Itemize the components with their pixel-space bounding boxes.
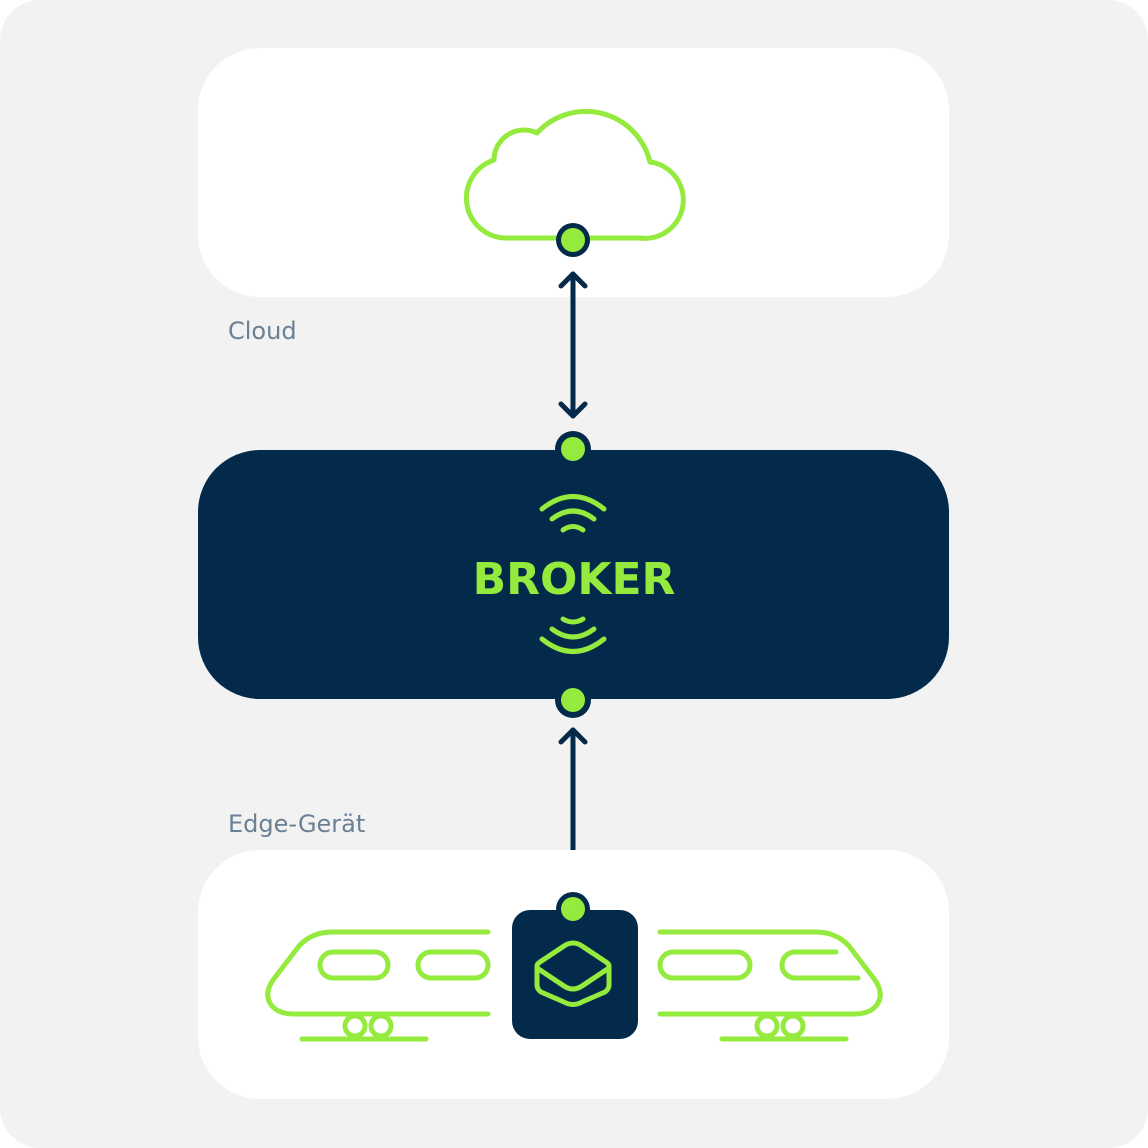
cloud-icon bbox=[463, 108, 686, 241]
train-icon bbox=[657, 929, 883, 1042]
train-icon bbox=[265, 929, 491, 1042]
connector-dot bbox=[555, 431, 591, 467]
cloud-card bbox=[198, 48, 949, 297]
connector-dot bbox=[556, 223, 590, 257]
bidirectional-arrow-icon bbox=[558, 271, 588, 419]
wifi-icon bbox=[539, 616, 607, 654]
edge-card bbox=[198, 850, 949, 1099]
edge-device-chip bbox=[512, 892, 638, 1039]
cloud-label: Cloud bbox=[228, 317, 297, 345]
connector-dot bbox=[555, 682, 591, 718]
broker-card: BROKER bbox=[198, 431, 949, 718]
wifi-icon bbox=[539, 494, 607, 533]
layers-icon bbox=[534, 940, 612, 1007]
broker-title: BROKER bbox=[473, 554, 676, 605]
edge-label: Edge-Gerät bbox=[228, 810, 365, 838]
